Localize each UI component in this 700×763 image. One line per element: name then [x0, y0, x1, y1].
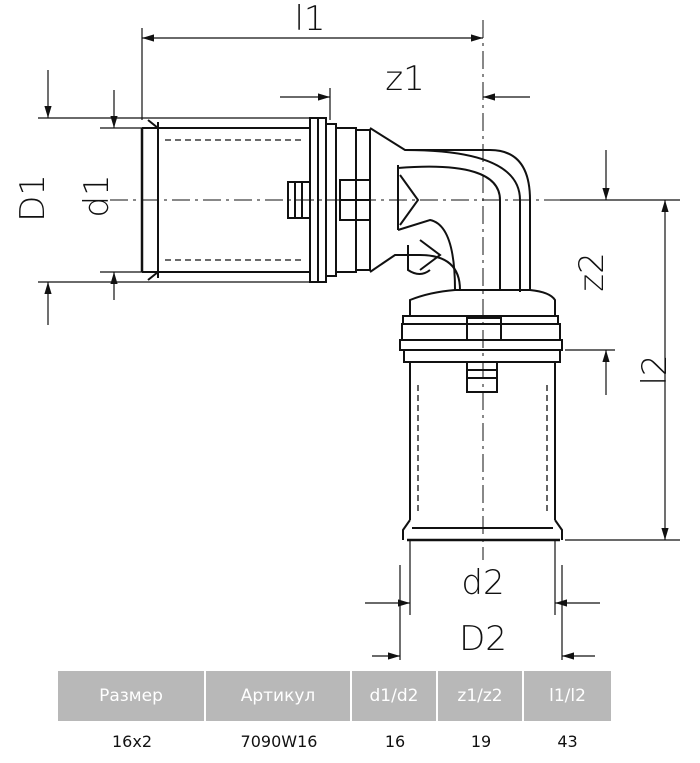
header-d1-d2: d1/d2: [352, 671, 438, 721]
cell-article: 7090W16: [240, 731, 318, 751]
dim-label-d2: d2: [461, 563, 504, 603]
dim-label-d1: d1: [77, 174, 117, 217]
cell-z1-z2: 19: [470, 731, 492, 751]
dim-label-l2: l2: [635, 354, 675, 385]
fitting-technical-drawing: l1 z1 D1 d1 z2 l2 d2 D2: [13, 0, 680, 660]
header-size: Размер: [58, 671, 206, 721]
table-header-row: Размер Артикул d1/d2 z1/z2 l1/l2: [58, 671, 611, 721]
dim-label-D1: D1: [13, 174, 53, 222]
specification-table: Размер Артикул d1/d2 z1/z2 l1/l2 16x2 70…: [58, 671, 611, 761]
header-z1-z2: z1/z2: [438, 671, 524, 721]
dim-label-l1: l1: [294, 0, 325, 39]
header-article: Артикул: [206, 671, 352, 721]
vertical-pipe: [399, 289, 563, 542]
dim-label-z2: z2: [572, 252, 612, 291]
dimension-lines: [38, 28, 680, 660]
elbow-body: [369, 127, 531, 292]
table-row: 16x2 7090W16 16 19 43: [58, 721, 611, 761]
header-l1-l2: l1/l2: [524, 671, 611, 721]
cell-d1-d2: 16: [384, 731, 406, 751]
center-lines: [110, 20, 560, 560]
dim-label-z1: z1: [385, 59, 424, 99]
dim-label-D2: D2: [459, 619, 507, 659]
cell-l1-l2: 43: [557, 731, 578, 751]
cell-size: 16x2: [111, 731, 152, 751]
